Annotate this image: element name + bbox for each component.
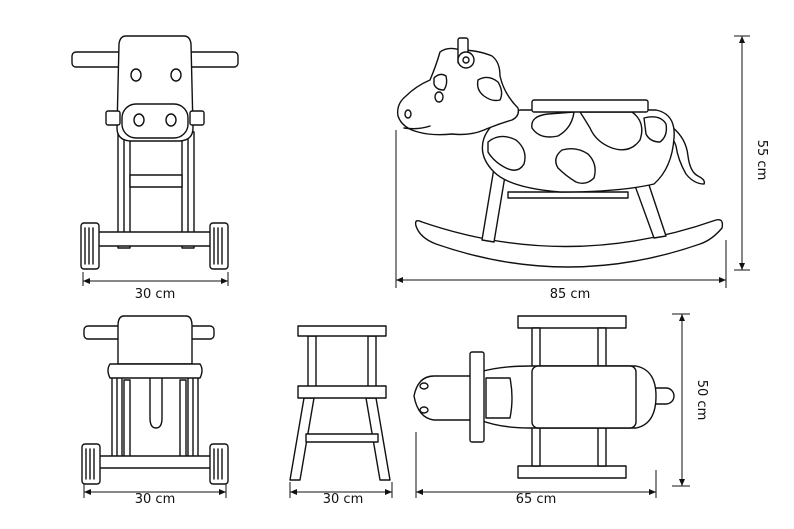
side-view (396, 37, 724, 268)
top-width-dimension (672, 313, 690, 487)
rear-width-label: 30 cm (135, 492, 176, 507)
side-height-dimension (734, 35, 750, 271)
stool-view (289, 325, 391, 481)
top-view (413, 315, 675, 479)
stool-width-label: 30 cm (323, 492, 364, 507)
front-width-dimension (82, 272, 229, 286)
top-width-label: 50 cm (694, 380, 709, 421)
top-length-dimension (415, 432, 657, 498)
rear-view (81, 315, 229, 485)
side-height-label: 55 cm (754, 140, 769, 181)
rear-width-dimension (83, 484, 227, 498)
side-length-label: 85 cm (550, 287, 591, 302)
top-length-label: 65 cm (516, 492, 557, 507)
front-view (71, 35, 239, 270)
side-length-dimension (395, 130, 727, 288)
front-width-label: 30 cm (135, 287, 176, 302)
stool-width-dimension (289, 482, 393, 498)
